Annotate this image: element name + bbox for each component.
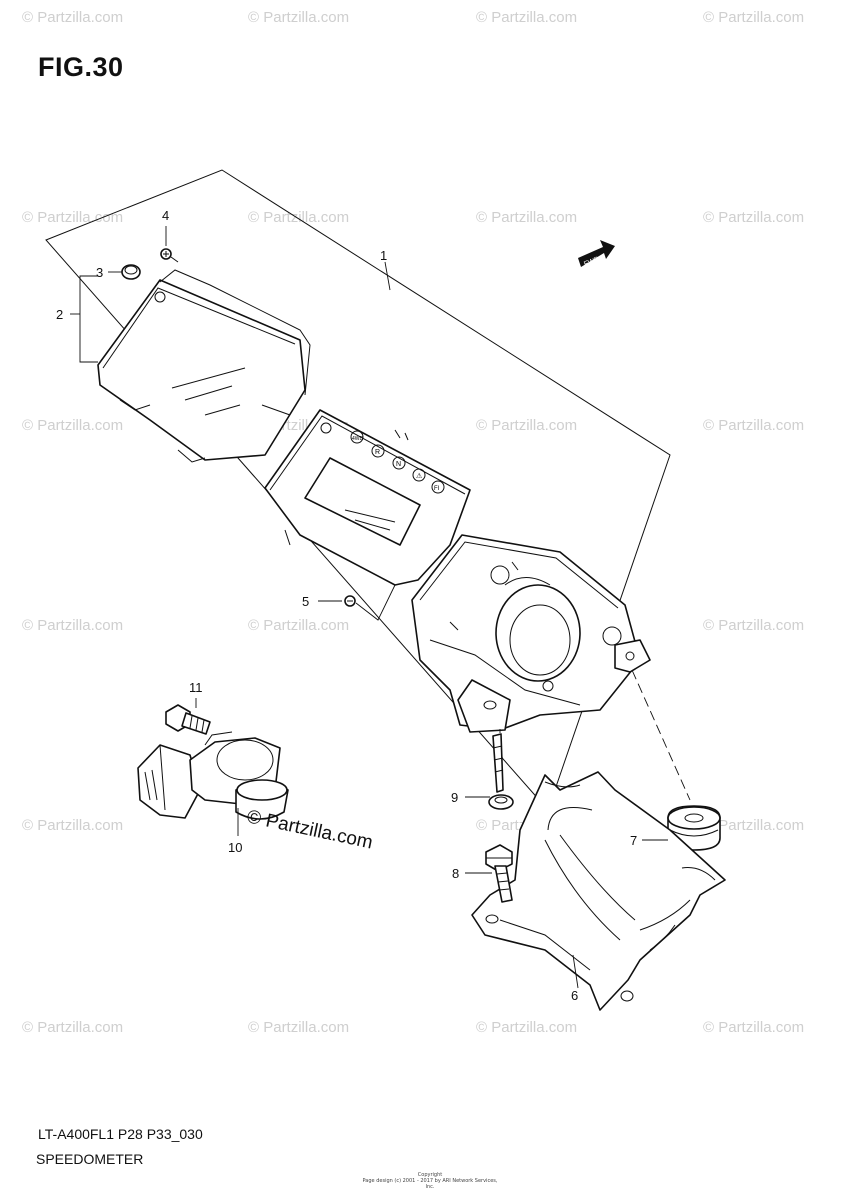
watermark: © Partzilla.com [22,817,123,834]
meter-cover-part [97,269,311,463]
watermark-center: © Partzilla.com [245,806,375,853]
watermark: © Partzilla.com [476,209,577,226]
indicator-neutral: N [396,461,401,468]
watermark: © Partzilla.com [703,9,804,26]
callout-4: 4 [162,208,169,223]
callout-2: 2 [56,307,63,322]
watermark: © Partzilla.com [476,9,577,26]
watermark: © Partzilla.com [476,417,577,434]
callout-11: 11 [189,680,203,695]
screw-part-5 [344,595,356,607]
callout-8: 8 [452,866,459,881]
callout-3: 3 [96,265,103,280]
watermark: © Partzilla.com [703,1019,804,1036]
assembly-boundary [45,169,671,811]
copyright-note: Copyright Page design (c) 2001 - 2017 by… [360,1172,500,1190]
callout-numbers: 1 2 3 4 5 6 7 8 9 10 11 [56,208,637,1003]
callout-7: 7 [630,833,637,848]
meter-lower-case [411,534,651,733]
watermark: © Partzilla.com [703,617,804,634]
leader-lines [70,226,691,989]
indicator-4wd: 4WD [352,436,364,442]
watermark: © Partzilla.com [248,617,349,634]
figure-name: SPEEDOMETER [36,1151,144,1167]
callout-10: 10 [228,840,242,855]
bracket-part-6 [471,771,726,1011]
screw-part-4 [160,248,179,263]
watermark: © Partzilla.com [703,209,804,226]
watermark: © Partzilla.com [22,9,123,26]
bolt-part-11 [165,704,211,735]
watermark: © Partzilla.com [22,209,123,226]
callout-5: 5 [302,594,309,609]
watermark: © Partzilla.com [22,417,123,434]
cap-part-3 [121,264,141,280]
watermark: © Partzilla.com [703,817,804,834]
indicator-reverse: R [375,449,380,456]
fwd-badge: FWD [578,240,615,268]
indicator-lights: 4WD R N ⚠ FI [350,430,445,494]
watermark: © Partzilla.com [703,417,804,434]
model-code: LT-A400FL1 P28 P33_030 [38,1126,203,1142]
watermark: © Partzilla.com [22,1019,123,1036]
callout-9: 9 [451,790,458,805]
copyright-line-2: Page design (c) 2001 - 2017 by ARI Netwo… [362,1178,498,1190]
copyright-line-1: Copyright [417,1172,443,1178]
watermark: © Partzilla.com [248,9,349,26]
meter-display-panel: 4WD R N ⚠ FI [264,409,471,586]
callout-6: 6 [571,988,578,1003]
indicator-fi: FI [434,486,440,492]
speed-sensor-part-10 [137,731,289,820]
watermark-grid: © Partzilla.com © Partzilla.com © Partzi… [22,9,804,1036]
watermark: © Partzilla.com [248,209,349,226]
indicator-warning: ⚠ [416,472,423,480]
watermark: © Partzilla.com [248,1019,349,1036]
bolt-part-8 [485,844,513,903]
watermark: © Partzilla.com [22,617,123,634]
screw-part-9 [488,733,514,810]
figure-title: FIG.30 [38,52,124,82]
watermark: © Partzilla.com [476,1019,577,1036]
callout-1: 1 [380,248,387,263]
